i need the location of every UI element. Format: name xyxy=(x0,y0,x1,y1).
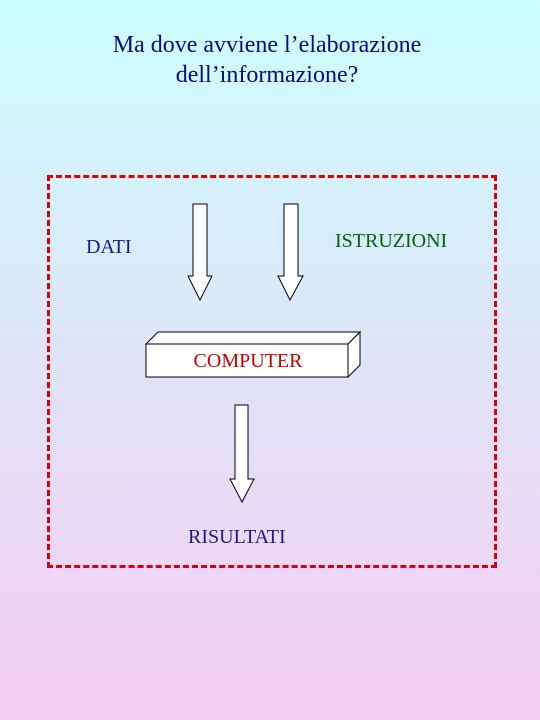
istruzioni-arrow xyxy=(277,203,304,302)
dati-label: DATI xyxy=(86,236,132,258)
slide-title: Ma dove avviene l’elaborazione dell’info… xyxy=(0,30,534,90)
risultati-arrow xyxy=(229,404,255,504)
risultati-label: RISULTATI xyxy=(188,526,286,548)
dati-arrow xyxy=(187,203,213,302)
istruzioni-label: ISTRUZIONI xyxy=(335,230,448,252)
diagram-frame xyxy=(47,175,497,568)
title-line-2: dell’informazione? xyxy=(175,62,359,88)
title-line-1: Ma dove avviene l’elaborazione xyxy=(112,32,422,58)
computer-label: COMPUTER xyxy=(193,350,303,372)
computer-box xyxy=(144,330,362,379)
